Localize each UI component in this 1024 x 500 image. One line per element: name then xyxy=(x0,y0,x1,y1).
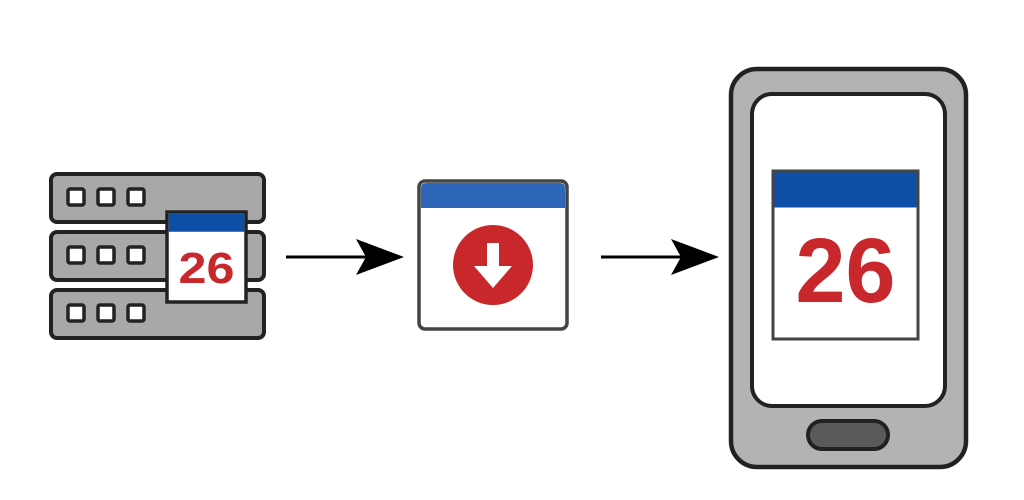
arrow-download-to-phone xyxy=(601,239,719,275)
indicator-light xyxy=(66,245,86,265)
server-rack-unit xyxy=(49,172,266,224)
download-window-icon xyxy=(417,179,569,331)
download-icon xyxy=(453,225,533,305)
indicator-light xyxy=(96,187,116,207)
phone-calendar-icon: 26 xyxy=(771,169,920,341)
phone-icon: 26 xyxy=(728,66,969,470)
window-title-bar xyxy=(421,183,565,208)
indicator-light xyxy=(126,187,146,207)
indicator-light xyxy=(96,245,116,265)
arrow-server-to-download xyxy=(286,239,404,275)
indicator-light xyxy=(66,303,86,323)
server-icon: 26 xyxy=(49,172,266,340)
indicator-light xyxy=(66,187,86,207)
indicator-light xyxy=(126,303,146,323)
indicator-light xyxy=(126,245,146,265)
indicator-light xyxy=(96,303,116,323)
phone-calendar-day: 26 xyxy=(796,220,896,322)
home-button xyxy=(806,419,890,451)
server-calendar-day: 26 xyxy=(179,244,235,293)
server-calendar-icon: 26 xyxy=(165,210,248,304)
